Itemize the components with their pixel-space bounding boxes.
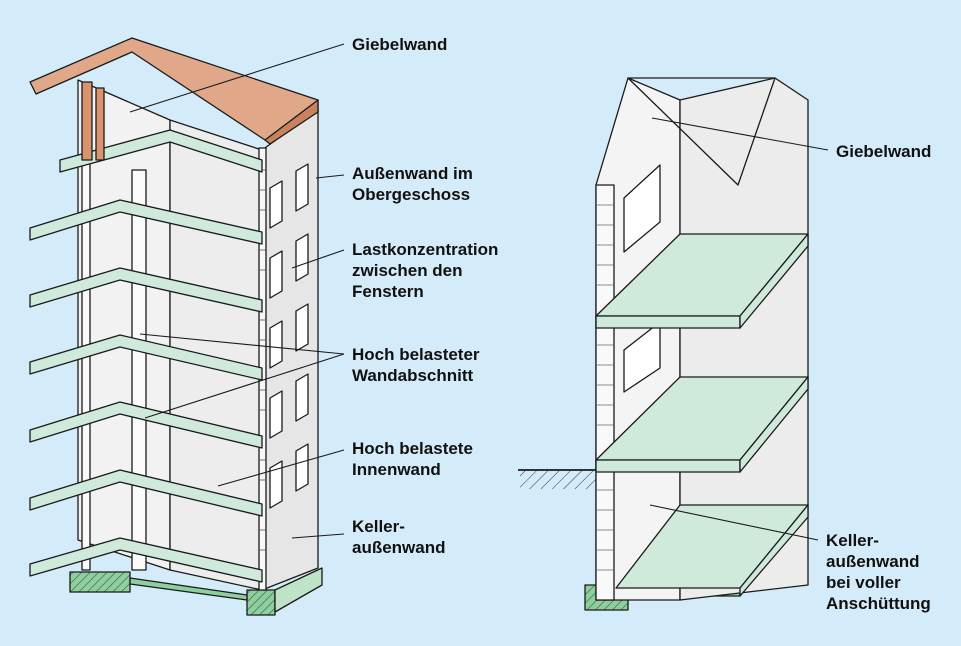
left-roof <box>29 37 319 161</box>
right-windows <box>623 164 661 393</box>
right-masonry-edge <box>595 184 615 601</box>
label-hoch-belastete-innenwand: Hoch belastete Innenwand <box>352 439 473 479</box>
right-leader-lines <box>649 117 829 541</box>
label-lastkonzentration: Lastkonzentration zwischen den Fenstern <box>352 240 499 301</box>
label-kelleraussenwand-left: Keller- außenwand <box>352 517 446 557</box>
right-gable-outline <box>627 77 776 186</box>
label-aussenwand-obergeschoss: Außenwand im Obergeschoss <box>352 164 473 204</box>
label-giebelwand-right: Giebelwand <box>836 142 932 161</box>
label-giebelwand-left: Giebelwand <box>352 35 448 54</box>
right-floor-slabs <box>595 233 809 597</box>
left-foundation <box>69 567 323 616</box>
right-section <box>518 77 809 611</box>
label-kelleraussenwand-anschuettung: Keller- außenwand bei voller Anschüttung <box>826 531 931 613</box>
label-hoch-belasteter-wandabschnitt: Hoch belasteter Wandabschnitt <box>352 345 480 385</box>
left-building <box>29 37 323 616</box>
left-leader-lines <box>129 43 345 539</box>
left-facade-windows <box>269 163 309 509</box>
right-ground <box>518 469 596 489</box>
